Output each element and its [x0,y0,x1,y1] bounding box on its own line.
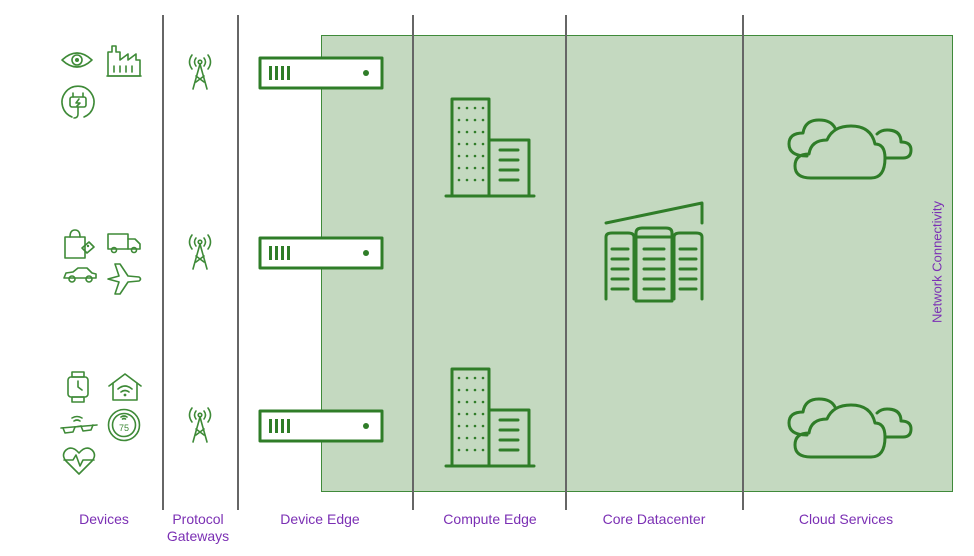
column-label-cloud-services: Cloud Services [798,511,894,527]
thermostat-gauge-icon: 75 [107,408,141,442]
column-label-core-datacenter: Core Datacenter [602,511,706,527]
factory-icon [106,44,142,78]
smartwatch-icon [66,370,90,404]
ev-charger-plug-icon [60,84,96,120]
divider-protocol-device-edge [237,15,239,510]
gauge-value: 75 [119,423,129,433]
divider-device-edge-compute-edge [412,15,414,510]
car-icon [62,266,98,284]
antenna-tower-icon-bottom [188,407,212,443]
cloud-icon-bottom [777,393,915,461]
column-label-devices: Devices [79,511,129,527]
smart-glasses-icon [60,415,98,436]
antenna-tower-icon-top [188,54,212,90]
delivery-truck-icon [106,232,142,254]
antenna-tower-icon-middle [188,234,212,270]
datacenter-icon [602,201,708,303]
office-building-icon-top [444,96,536,200]
divider-compute-edge-core [565,15,567,510]
divider-core-cloud [742,15,744,510]
edge-server-icon-bottom [258,409,384,443]
edge-server-icon-top [258,56,384,90]
airplane-icon [106,262,142,296]
heart-rate-icon [62,446,96,476]
edge-server-icon-middle [258,236,384,270]
network-connectivity-label: Network Connectivity [929,200,945,324]
divider-devices-protocol [162,15,164,510]
column-label-compute-edge: Compute Edge [443,511,537,527]
eye-icon [60,48,94,72]
column-label-device-edge: Device Edge [280,511,360,527]
office-building-icon-bottom [444,366,536,470]
cloud-icon-top [777,114,915,182]
column-label-protocol-gateways: Protocol Gateways [166,511,230,544]
shopping-bag-tag-icon [62,228,96,260]
smart-home-wifi-icon [107,372,143,402]
